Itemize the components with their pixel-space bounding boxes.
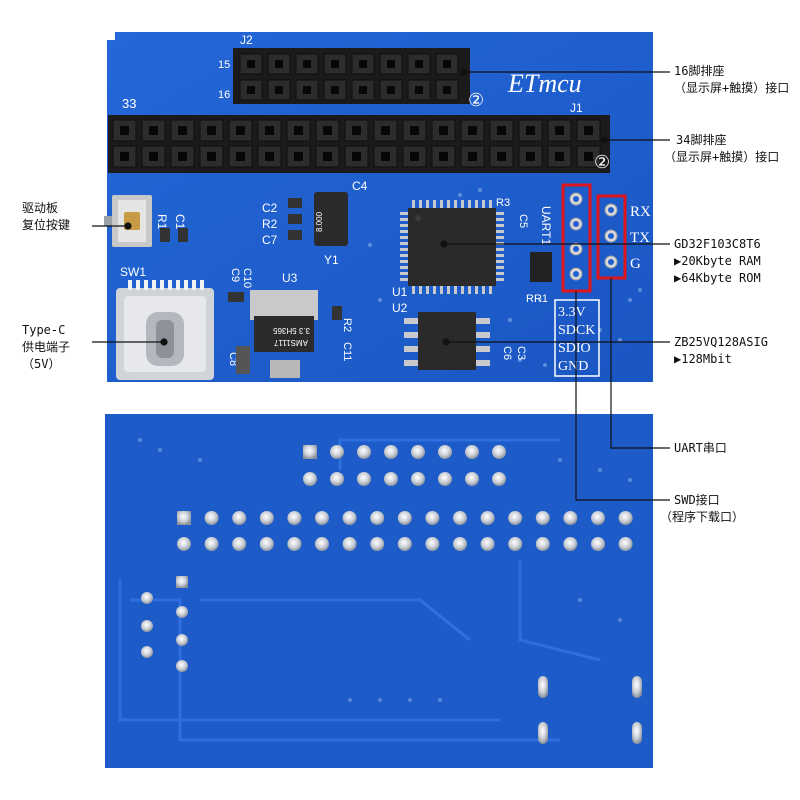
silk-r2: R2 <box>262 217 278 231</box>
callout-lines <box>92 68 670 501</box>
callout-16pin-line2: （显示屏+触摸）接口 <box>674 81 790 95</box>
silk-c3: C3 <box>515 346 527 360</box>
silk-j1-pin33: 33 <box>122 96 136 111</box>
callout-mcu: GD32F103C8T6 ▶20Kbyte RAM ▶64Kbyte ROM <box>674 236 761 287</box>
callout-34pin-line1: 34脚排座 <box>676 133 727 147</box>
usb-typec-connector <box>116 280 214 380</box>
pcb-bottom <box>105 414 653 768</box>
callout-flash-line2: ▶128Mbit <box>674 352 732 366</box>
callout-reset-line1: 驱动板 <box>22 201 59 215</box>
silk-uart1: UART1 <box>539 206 553 245</box>
swd-header <box>561 183 592 293</box>
callout-uart: UART串口 <box>674 440 727 457</box>
silk-c6: C6 <box>501 346 513 360</box>
silk-rx: RX <box>630 204 651 220</box>
callout-mcu-line2: ▶20Kbyte RAM <box>674 254 761 268</box>
callout-34pin-line2: （显示屏+触摸）接口 <box>664 150 780 164</box>
callout-flash-line1: ZB25VQ128ASIG <box>674 335 768 349</box>
ldo-regulator: 3.3 5H365 AMS1117 <box>250 290 318 378</box>
header-j2 <box>233 48 470 104</box>
bottom-usb-pads <box>538 676 642 744</box>
callout-16pin-line1: 16脚排座 <box>674 64 725 78</box>
callout-reset-line2: 复位按键 <box>22 218 71 232</box>
silk-c5: C5 <box>517 214 529 228</box>
silk-sw1: SW1 <box>120 265 146 279</box>
ldo-mark-1: 3.3 5H365 <box>273 326 310 335</box>
silk-c11: C11 <box>341 342 353 361</box>
silk-r1: R1 <box>155 214 169 230</box>
silk-rr1: RR1 <box>526 293 548 305</box>
swd-silk-box <box>554 299 600 377</box>
silk-tx: TX <box>630 230 650 246</box>
callout-mcu-line3: ▶64Kbyte ROM <box>674 271 761 285</box>
callout-34pin-header: 34脚排座 （显示屏+触摸）接口 <box>664 132 779 166</box>
silk-j2-pin15: 15 <box>218 59 230 71</box>
silk-y1: Y1 <box>324 253 339 267</box>
callout-typec-line2: 供电端子 <box>22 340 71 354</box>
silk-j2: J2 <box>240 33 253 47</box>
silk-c9: C9 <box>229 268 241 282</box>
mcu-chip <box>400 200 504 294</box>
callout-reset-button: 驱动板 复位按键 <box>22 200 70 234</box>
callout-swd-line1: SWD接口 <box>674 493 720 507</box>
resistor-array <box>530 252 552 282</box>
bottom-switch-pads <box>141 576 188 672</box>
crystal-freq: 8.000 <box>315 211 324 232</box>
silk-j2-mark: ② <box>468 90 484 110</box>
callout-uart-line1: UART串口 <box>674 441 727 455</box>
reset-switch <box>104 195 152 247</box>
smd-parts-power <box>228 292 342 374</box>
silk-r2b: R2 <box>341 318 353 332</box>
silk-u3: U3 <box>282 271 298 285</box>
silk-r3: R3 <box>496 197 510 209</box>
callout-16pin-header: 16脚排座 （显示屏+触摸）接口 <box>674 63 789 97</box>
silk-u2: U2 <box>392 301 408 315</box>
callout-typec-line3: （5V） <box>22 357 61 371</box>
silk-c4: C4 <box>352 179 368 193</box>
silk-j2-pin16: 16 <box>218 89 230 101</box>
silk-swd-sdck: SDCK <box>558 323 595 338</box>
silk-c7: C7 <box>262 233 278 247</box>
callout-typec: Type-C 供电端子 （5V） <box>22 322 70 373</box>
silk-c1: C1 <box>173 214 187 230</box>
callout-flash: ZB25VQ128ASIG ▶128Mbit <box>674 334 768 368</box>
silk-swd-33v: 3.3V <box>558 305 586 320</box>
smd-parts-left <box>160 198 302 242</box>
header-j2-sockets <box>239 53 459 101</box>
callout-mcu-line1: GD32F103C8T6 <box>674 237 761 251</box>
callout-typec-line1: Type-C <box>22 323 66 337</box>
bottom-pads <box>177 445 633 551</box>
header-j1 <box>108 115 610 173</box>
silk-swd-sdio: SDIO <box>558 341 591 356</box>
silk-c10: C10 <box>241 268 253 288</box>
silk-g: G <box>630 256 641 272</box>
silk-c2: C2 <box>262 201 278 215</box>
silk-swd-gnd: GND <box>558 359 588 374</box>
callout-swd-line2: （程序下载口） <box>660 510 745 524</box>
crystal-y1: 8.000 <box>314 192 348 246</box>
logo: ETmcu <box>507 69 582 98</box>
callout-swd: SWD接口 （程序下载口） <box>660 492 744 526</box>
silk-j1-mark: ② <box>594 152 610 172</box>
ldo-mark-2: AMS1117 <box>274 338 308 347</box>
header-j1-sockets <box>112 119 601 168</box>
silk-j1: J1 <box>570 101 583 115</box>
silk-u1: U1 <box>392 285 408 299</box>
